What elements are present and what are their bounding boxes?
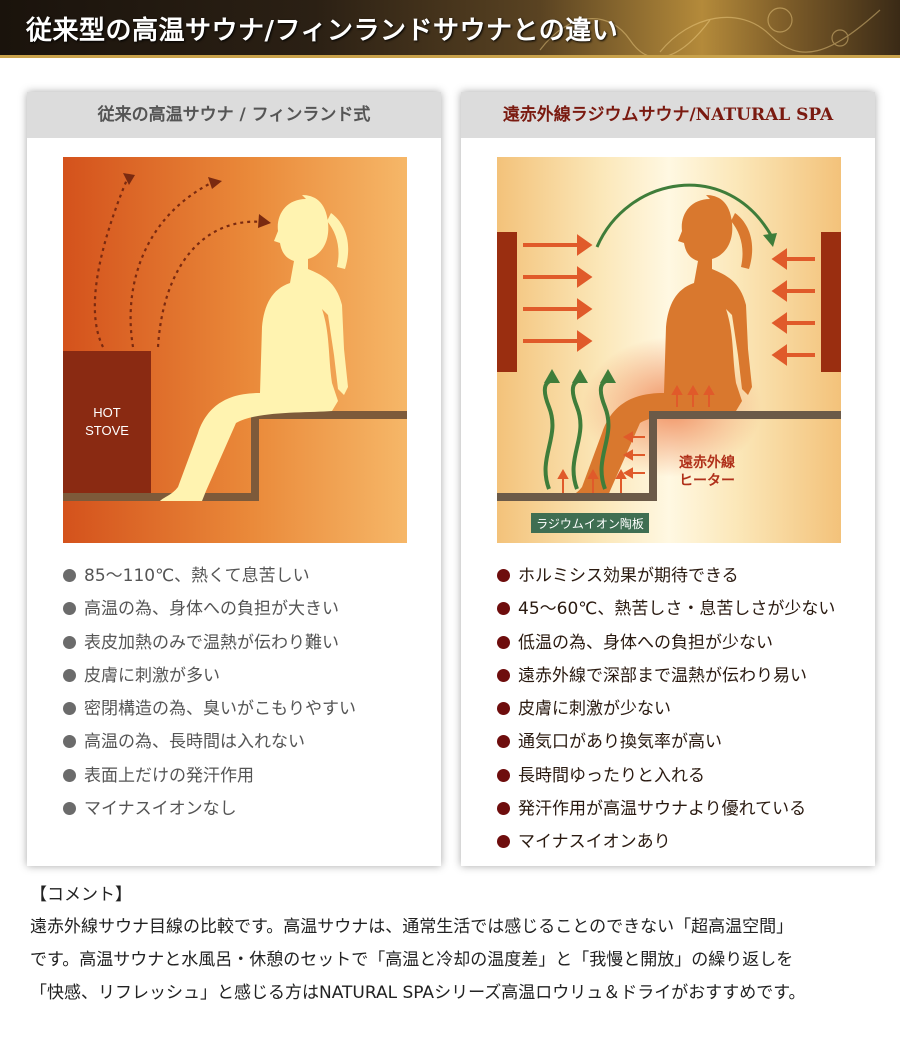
ornament-pattern: [539, 7, 881, 55]
stove-label: HOT: [93, 405, 121, 420]
bullet-icon: [63, 635, 76, 649]
bullet-icon: [63, 602, 76, 616]
list-item: 45～60℃、熱苦しさ・息苦しさが少ない: [497, 593, 835, 626]
bullet-icon: [63, 702, 76, 716]
heater-panel: [497, 232, 517, 372]
heater-label: ヒーター: [679, 473, 735, 489]
bullet-icon: [63, 802, 76, 816]
bullet-icon: [497, 768, 510, 782]
bullet-icon: [497, 668, 510, 682]
list-item: 皮膚に刺激が少ない: [497, 693, 835, 726]
bullet-icon: [497, 702, 510, 716]
bullet-icon: [63, 569, 76, 582]
comment-section: 【コメント】 遠赤外線サウナ目線の比較です。高温サウナは、通常生活では感じること…: [30, 880, 880, 1010]
traditional-sauna-panel: 従来の高温サウナ / フィンランド式 HOT STOVE: [27, 92, 441, 866]
list-item: 長時間ゆったりと入れる: [497, 760, 835, 793]
list-item: ホルミシス効果が期待できる: [497, 560, 835, 593]
list-item: マイナスイオンなし: [63, 793, 356, 826]
bullet-icon: [63, 735, 76, 749]
far-infrared-sauna-panel: 遠赤外線ラジウムサウナ/NATURAL SPA: [461, 92, 875, 866]
bullet-icon: [497, 635, 510, 649]
hot-stove: [63, 351, 151, 501]
bullet-icon: [497, 835, 510, 849]
bullet-icon: [497, 569, 510, 582]
traditional-sauna-illustration: HOT STOVE: [63, 157, 407, 543]
stove-label: STOVE: [85, 423, 129, 438]
person-silhouette: [564, 195, 753, 501]
panel-title: 遠赤外線ラジウムサウナ/NATURAL SPA: [461, 92, 875, 138]
radium-plate-badge: [531, 513, 649, 533]
heater-panel: [821, 232, 841, 372]
list-item: 通気口があり換気率が高い: [497, 726, 835, 759]
heater-label: 遠赤外線: [679, 454, 735, 471]
bullet-icon: [63, 768, 76, 782]
person-silhouette: [160, 195, 349, 501]
comment-heading: 【コメント】: [30, 885, 132, 905]
list-item: 高温の為、長時間は入れない: [63, 726, 356, 759]
list-item: 皮膚に刺激が多い: [63, 660, 356, 693]
page-header: 従来型の高温サウナ/フィンランドサウナとの違い: [0, 0, 900, 58]
panel-title: 従来の高温サウナ / フィンランド式: [27, 92, 441, 138]
list-item: 85～110℃、熱くて息苦しい: [63, 560, 356, 593]
bullet-icon: [497, 602, 510, 616]
list-item: 表皮加熱のみで温熱が伝わり難い: [63, 627, 356, 660]
radium-plate-label: ラジウムイオン陶板: [536, 516, 644, 531]
list-item: 密閉構造の為、臭いがこもりやすい: [63, 693, 356, 726]
page-title: 従来型の高温サウナ/フィンランドサウナとの違い: [26, 16, 619, 46]
list-item: 高温の為、身体への負担が大きい: [63, 593, 356, 626]
bullet-icon: [497, 802, 510, 816]
list-item: 低温の為、身体への負担が少ない: [497, 627, 835, 660]
list-item: 遠赤外線で深部まで温熱が伝わり易い: [497, 660, 835, 693]
list-item: 発汗作用が高温サウナより優れている: [497, 793, 835, 826]
bullet-icon: [497, 735, 510, 749]
list-item: 表面上だけの発汗作用: [63, 760, 356, 793]
comment-line: 遠赤外線サウナ目線の比較です。高温サウナは、通常生活では感じることのできない「超…: [30, 917, 794, 937]
comment-line: です。高温サウナと水風呂・休憩のセットで「高温と冷却の温度差」と「我慢と開放」の…: [30, 950, 794, 970]
comment-line: 「快感、リフレッシュ」と感じる方はNATURAL SPAシリーズ高温ロウリュ＆ド…: [30, 983, 806, 1003]
far-infrared-sauna-features: ホルミシス効果が期待できる 45～60℃、熱苦しさ・息苦しさが少ない 低温の為、…: [497, 560, 835, 860]
traditional-sauna-features: 85～110℃、熱くて息苦しい 高温の為、身体への負担が大きい 表皮加熱のみで温…: [63, 560, 356, 826]
list-item: マイナスイオンあり: [497, 826, 835, 859]
bullet-icon: [63, 668, 76, 682]
far-infrared-sauna-illustration: 遠赤外線 ヒーター ラジウムイオン陶板: [497, 157, 841, 543]
